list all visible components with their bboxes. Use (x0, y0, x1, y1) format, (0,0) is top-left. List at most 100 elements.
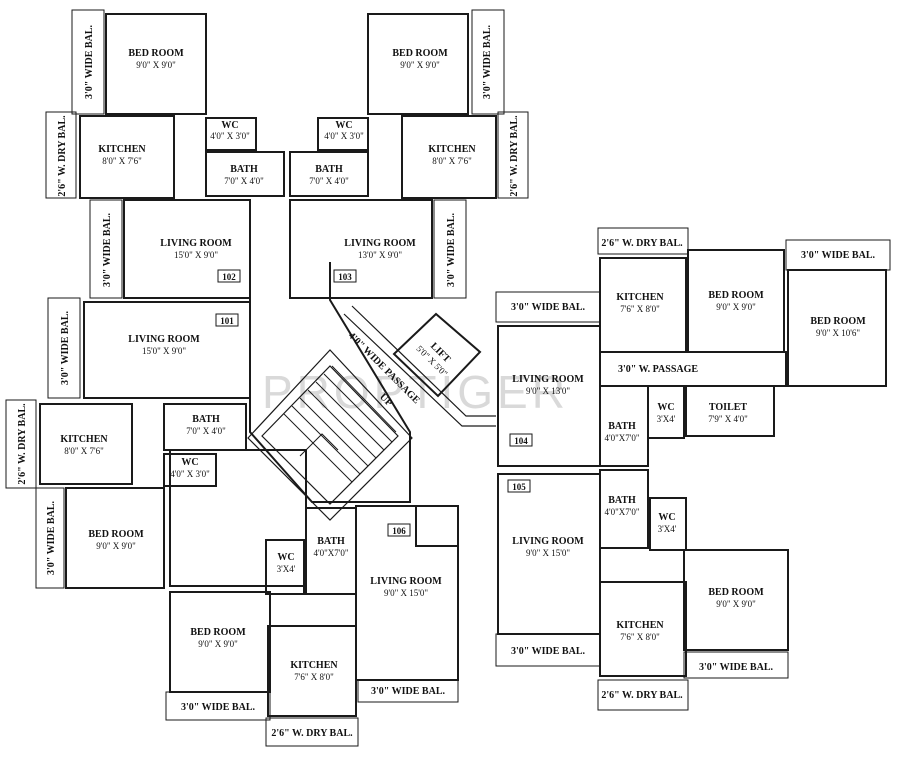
room-wc-bm-name: WC (277, 552, 294, 563)
balcony-b17-label: 3'0" WIDE BAL. (699, 662, 773, 673)
room-kit-r2-name: KITCHEN (616, 620, 664, 631)
balcony-b1 (71, 9, 105, 115)
watermark: PROPTIGER (262, 366, 569, 418)
flat-numbers: 102 103 101 104 105 106 (215, 269, 533, 537)
room-wc-r1-dim: 3'X4' (657, 414, 676, 424)
flat-number-102: 102 (222, 272, 236, 282)
stair-lift-core (247, 262, 496, 521)
room-kit-r-name: KITCHEN (616, 292, 664, 303)
room-bath-l-dim: 7'0" X 4'0" (186, 426, 226, 436)
room-wc-tr-name: WC (335, 120, 352, 131)
room-liv-101-name: LIVING ROOM (128, 334, 200, 345)
room-bed-tr-dim: 9'0" X 9'0" (400, 60, 440, 70)
room-kit-l-name: KITCHEN (60, 434, 108, 445)
room-wc-l-name: WC (181, 457, 198, 468)
balcony-b5-label: 3'0" WIDE BAL. (102, 213, 113, 287)
room-liv-102-dim: 15'0" X 9'0" (174, 250, 218, 260)
room-bed-bl-name: BED ROOM (190, 627, 246, 638)
w-passage-label: 3'0" W. PASSAGE (618, 364, 698, 375)
balcony-b8-label: 2'6" W. DRY BAL. (17, 403, 28, 485)
room-wc-r2-name: WC (658, 512, 675, 523)
balcony-b2-label: 3'0" WIDE BAL. (482, 25, 493, 99)
room-bath-bm-name: BATH (317, 536, 345, 547)
balcony-labels: 3'0" WIDE BAL. 3'0" WIDE BAL. 2'6" W. DR… (17, 25, 875, 739)
room-liv-103-name: LIVING ROOM (344, 238, 416, 249)
flat-103-walls (289, 9, 529, 299)
flat-105-walls (495, 469, 789, 711)
room-bath-tl-name: BATH (230, 164, 258, 175)
balcony-b13-label: 2'6" W. DRY BAL. (601, 238, 683, 249)
flat-104-walls (495, 227, 891, 467)
balcony-b18 (597, 679, 689, 711)
room-wc-r1-name: WC (657, 402, 674, 413)
balcony-b4-label: 2'6" W. DRY BAL. (509, 115, 520, 197)
room-bath-tr-name: BATH (315, 164, 343, 175)
flat-number-106: 106 (392, 526, 406, 536)
balcony-b3-label: 2'6" W. DRY BAL. (57, 115, 68, 197)
room-wc-tr-dim: 4'0" X 3'0" (324, 131, 364, 141)
room-kit-bm-name: KITCHEN (290, 660, 338, 671)
room-toilet-r-dim: 7'9" X 4'0" (708, 414, 748, 424)
balcony-b12 (265, 717, 359, 747)
room-kit-tr-name: KITCHEN (428, 144, 476, 155)
room-kit-r2-dim: 7'6" X 8'0" (620, 632, 660, 642)
room-wc-r2-dim: 3'X4' (658, 524, 677, 534)
room-bed-r3-dim: 9'0" X 9'0" (716, 599, 756, 609)
room-liv-103-dim: 13'0" X 9'0" (358, 250, 402, 260)
balcony-b7-label: 3'0" WIDE BAL. (60, 311, 71, 385)
room-wc-l-dim: 4'0" X 3'0" (170, 469, 210, 479)
balcony-b17 (683, 651, 789, 679)
balcony-b16-label: 3'0" WIDE BAL. (511, 646, 585, 657)
room-bath-r1-dim: 4'0"X7'0" (604, 433, 639, 443)
lift-shaft (392, 312, 482, 398)
room-liv-105-dim: 9'0" X 15'0" (526, 548, 570, 558)
room-bed-l-name: BED ROOM (88, 529, 144, 540)
room-bath-r1-name: BATH (608, 421, 636, 432)
flat-102-walls (45, 9, 285, 299)
balcony-b5 (89, 199, 123, 299)
balcony-b8 (5, 399, 37, 489)
room-bed-tl-dim: 9'0" X 9'0" (136, 60, 176, 70)
room-bed-r2-dim: 9'0" X 10'6" (816, 328, 860, 338)
flat-number-104: 104 (514, 436, 528, 446)
room-bed-l-dim: 9'0" X 9'0" (96, 541, 136, 551)
room-bath-tl-dim: 7'0" X 4'0" (224, 176, 264, 186)
room-kit-tr-dim: 8'0" X 7'6" (432, 156, 472, 166)
balcony-b9 (35, 487, 65, 589)
balcony-b14 (495, 291, 601, 323)
room-liv-102-name: LIVING ROOM (160, 238, 232, 249)
room-bed-r3-name: BED ROOM (708, 587, 764, 598)
balcony-b4 (497, 111, 529, 199)
balcony-b6-label: 3'0" WIDE BAL. (446, 213, 457, 287)
room-bath-l-name: BATH (192, 414, 220, 425)
room-bed-tl-name: BED ROOM (128, 48, 184, 59)
room-liv-104-name: LIVING ROOM (512, 374, 584, 385)
balcony-b11 (357, 679, 459, 703)
balcony-b13 (597, 227, 689, 255)
room-bath-bm-dim: 4'0"X7'0" (313, 548, 348, 558)
room-bath-r2-name: BATH (608, 495, 636, 506)
room-bed-r2-name: BED ROOM (810, 316, 866, 327)
room-liv-106-name: LIVING ROOM (370, 576, 442, 587)
room-kit-r-dim: 7'6" X 8'0" (620, 304, 660, 314)
flat-number-101: 101 (220, 316, 234, 326)
room-liv-101-dim: 15'0" X 9'0" (142, 346, 186, 356)
room-bed-r1-dim: 9'0" X 9'0" (716, 302, 756, 312)
room-kit-bm-dim: 7'6" X 8'0" (294, 672, 334, 682)
balcony-b10-label: 3'0" WIDE BAL. (181, 702, 255, 713)
room-bed-r1-name: BED ROOM (708, 290, 764, 301)
balcony-b6 (433, 199, 467, 299)
room-liv-104-dim: 9'0" X 13'0" (526, 386, 570, 396)
room-wc-tl-name: WC (221, 120, 238, 131)
room-toilet-r-name: TOILET (709, 402, 747, 413)
room-bed-tr-name: BED ROOM (392, 48, 448, 59)
balcony-b12-label: 2'6" W. DRY BAL. (271, 728, 353, 739)
balcony-b1-label: 3'0" WIDE BAL. (84, 25, 95, 99)
balcony-b10 (165, 691, 271, 721)
balcony-b2 (471, 9, 505, 115)
balcony-b15 (785, 239, 891, 271)
balcony-b9-label: 3'0" WIDE BAL. (46, 501, 57, 575)
balcony-b3 (45, 111, 77, 199)
